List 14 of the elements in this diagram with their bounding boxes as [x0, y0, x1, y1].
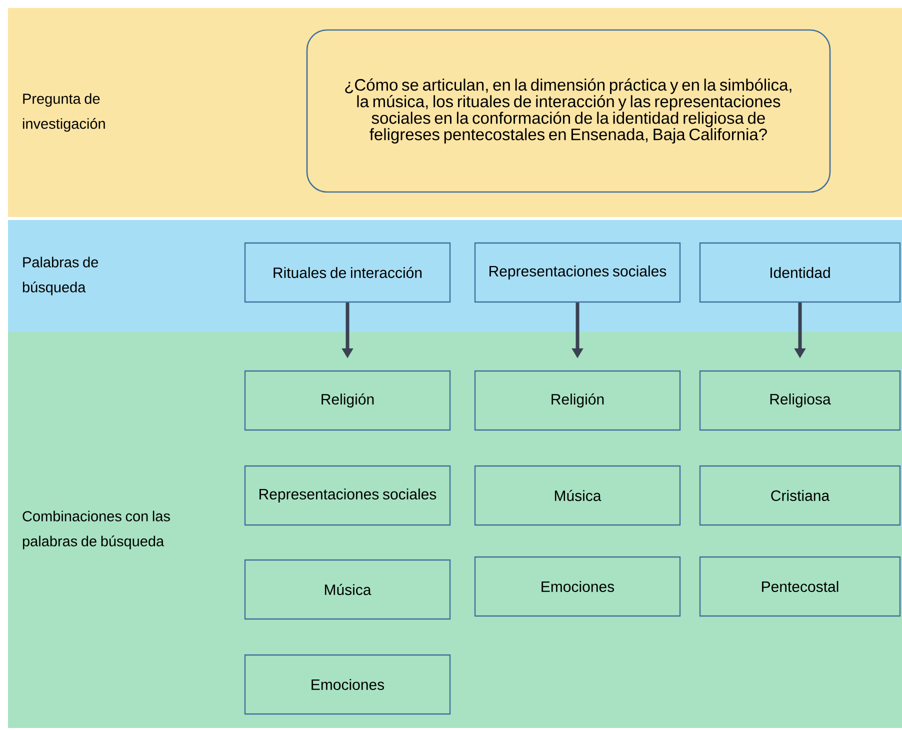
- keyword-box: Religión: [244, 370, 451, 431]
- keyword-box: Música: [474, 465, 681, 526]
- keyword-box: Representaciones sociales: [474, 242, 681, 303]
- keyword-box: Pentecostal: [699, 556, 901, 617]
- keyword-box: Religiosa: [699, 370, 901, 431]
- keyword-box: Identidad: [699, 242, 901, 303]
- keyword-box: Religión: [474, 370, 681, 431]
- keyword-box: Representaciones sociales: [244, 465, 451, 526]
- keyword-box: Rituales de interacción: [244, 242, 451, 303]
- question-box: ¿Cómo se articulan, en la dimensión práctica y en la simbólica, la música, los rituales de interacción y las representaciones sociales en la conformación de la identidad religiosa de feligreses pentecostales en Ensenada, Baja California?: [306, 29, 831, 193]
- keyword-box: Emociones: [244, 654, 451, 715]
- keyword-box: Emociones: [474, 556, 681, 617]
- keyword-box: Música: [244, 559, 451, 620]
- keyword-box: Cristiana: [699, 465, 901, 526]
